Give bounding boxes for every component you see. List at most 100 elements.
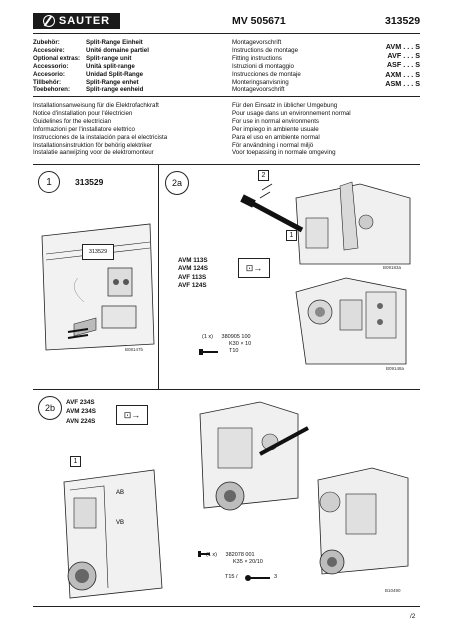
model-label: AVF 113S	[178, 273, 207, 281]
install-line: Informazioni per l'installatore elettric…	[33, 125, 135, 133]
accessory-label: Tillbehör:	[33, 78, 62, 86]
screw-code: 382078 001	[225, 552, 255, 558]
screw-drive-2: 3	[274, 574, 278, 580]
screw-icon	[198, 551, 210, 557]
actuator-codes: AVM . . . S AVF . . . S ASF . . . S AXM …	[380, 42, 420, 88]
accessory-value: Unidad Split-Range	[86, 70, 144, 78]
svg-text:VB: VB	[116, 520, 124, 526]
install-line: Installationsinstruktion för behörig ele…	[33, 141, 152, 149]
accessory-label: Accesorio:	[33, 70, 65, 78]
mounting-line: Instrucciones de montaje	[232, 70, 301, 78]
screw-qty: (1 x)	[206, 552, 217, 558]
split-range-symbol-icon: ⊡→	[238, 258, 270, 278]
panel-divider	[158, 164, 159, 389]
accessory-label: Optional extras:	[33, 54, 81, 62]
install-line: Guidelines for the electrician	[33, 117, 112, 125]
document-number: 313529	[385, 15, 421, 27]
model-label: AVF 124S	[178, 281, 207, 289]
model-label: AVM 113S	[178, 257, 208, 264]
step-2a-models: AVM 113S AVM 124S AVF 113S AVF 124S	[178, 257, 208, 290]
wrench-icon	[245, 575, 270, 581]
section-rule	[33, 164, 420, 165]
environment-list: Für den Einsatz in üblicher Umgebung Pou…	[232, 102, 351, 157]
step-2b-marker: 2b	[38, 396, 62, 420]
mounting-instructions-list: Montagevorschrift Instructions de montag…	[232, 39, 301, 94]
model-label: AVM 124S	[178, 265, 208, 273]
callout-2: 2	[258, 170, 269, 181]
screw-spec-2a: (1 x) 380905 100 K30 × 10 T10	[202, 334, 251, 355]
panel-divider	[33, 389, 420, 390]
model-label: AVF 234S	[66, 399, 95, 406]
accessory-value: Split-range eenheid	[86, 86, 144, 94]
screw-size: K30 × 10	[229, 340, 252, 347]
actuator-bottom-illustration	[295, 277, 407, 365]
accessory-value: Unité domaine partiel	[86, 46, 149, 54]
environment-line: Per impiego in ambiente usuale	[232, 125, 319, 133]
brand-name: SAUTER	[58, 15, 111, 27]
document-title: MV 505671	[232, 15, 286, 27]
actuator-code: AVF . . . S	[387, 51, 420, 61]
environment-line: Para el uso en ambiente normal	[232, 133, 320, 141]
bag-label: 313529	[82, 244, 114, 260]
screw-qty: (1 x)	[202, 334, 213, 340]
model-label: AVM 234S	[66, 408, 96, 416]
screw-drive: T15 /	[225, 574, 238, 580]
accessory-label: Accessorio:	[33, 62, 69, 70]
screw-icon	[199, 349, 218, 355]
step-2b-models: AVF 234S AVM 234S AVN 224S	[66, 398, 96, 426]
screw-size: K35 × 20/10	[233, 558, 263, 565]
environment-line: Pour usage dans un environnement normal	[232, 109, 351, 117]
actuator-code: AXM . . . S	[385, 69, 420, 79]
environment-line: Voor toepassing in normale omgeving	[232, 149, 336, 157]
environment-line: For use in normal environments	[232, 117, 320, 125]
mounting-line: Istruzioni di montaggio	[232, 62, 294, 70]
sauter-logo-icon	[42, 15, 55, 27]
install-line: Instrucciones de la instalación para el …	[33, 133, 168, 141]
callout-1: 1	[70, 456, 81, 467]
install-line: Installationsanweisung für die Elektrofa…	[33, 102, 159, 109]
installation-electrician-list: Installationsanweisung für die Elektrofa…	[33, 102, 167, 157]
accessory-value: Split-range unit	[86, 54, 132, 62]
step-1-marker: 1	[38, 171, 60, 193]
screw-drive-2b: T15 /	[225, 574, 238, 580]
page-number: /2	[410, 613, 416, 620]
actuator-closed-illustration	[317, 467, 409, 575]
mounting-line: Fitting instructions	[232, 54, 282, 62]
actuator-code: AVM . . . S	[385, 42, 420, 51]
header-rule	[33, 33, 420, 34]
accessory-label: Accesoire:	[33, 46, 65, 54]
install-line: Instalatie aanwijzing voor de elektromon…	[33, 149, 154, 157]
mounting-line: Montagevorschrift	[232, 39, 282, 46]
screw-code: 380905 100	[221, 334, 251, 340]
callout-1: 1	[286, 230, 297, 241]
svg-text:AB: AB	[116, 490, 124, 496]
section-rule	[33, 96, 420, 97]
screw-drive: T10	[229, 347, 239, 354]
accessories-list: Zubehör: Split-Range Einheit Accesoire: Un…	[33, 39, 149, 94]
accessory-value: Unità split-range	[86, 62, 135, 70]
split-range-symbol-icon: ⊡→	[116, 405, 148, 425]
step-2a-marker: 2a	[165, 171, 189, 195]
accessory-bag-illustration	[41, 223, 155, 351]
accessory-value: Split-Range Einheit	[86, 39, 143, 46]
accessory-label: Toebehoren:	[33, 86, 71, 94]
figure-ref: B10490	[385, 588, 401, 593]
actuator-code: ASF . . . S	[386, 60, 420, 70]
model-label: AVN 224S	[66, 417, 96, 425]
actuator-body-left-illustration: AB VB	[63, 469, 163, 599]
screw-spec-2b: (1 x) 382078 001 K35 × 20/10	[206, 552, 263, 566]
figure-ref: B09148a	[386, 366, 405, 371]
accessory-label: Zubehör:	[33, 39, 60, 46]
step-1-title: 313529	[75, 177, 104, 187]
footer-rule	[33, 606, 420, 607]
figure-ref: B09183a	[383, 265, 402, 270]
actuator-open-illustration	[199, 401, 309, 511]
environment-line: Für den Einsatz in üblicher Umgebung	[232, 102, 338, 109]
mounting-line: Montagevoorschrift	[232, 86, 285, 94]
mounting-line: Monteringsanvisning	[232, 78, 289, 86]
figure-ref: B08147b	[125, 347, 144, 352]
actuator-code: ASM . . . S	[385, 78, 420, 88]
actuator-top-illustration	[240, 181, 411, 265]
environment-line: För användning i normal miljö	[232, 141, 314, 149]
accessory-value: Split-Range enhet	[86, 78, 139, 86]
